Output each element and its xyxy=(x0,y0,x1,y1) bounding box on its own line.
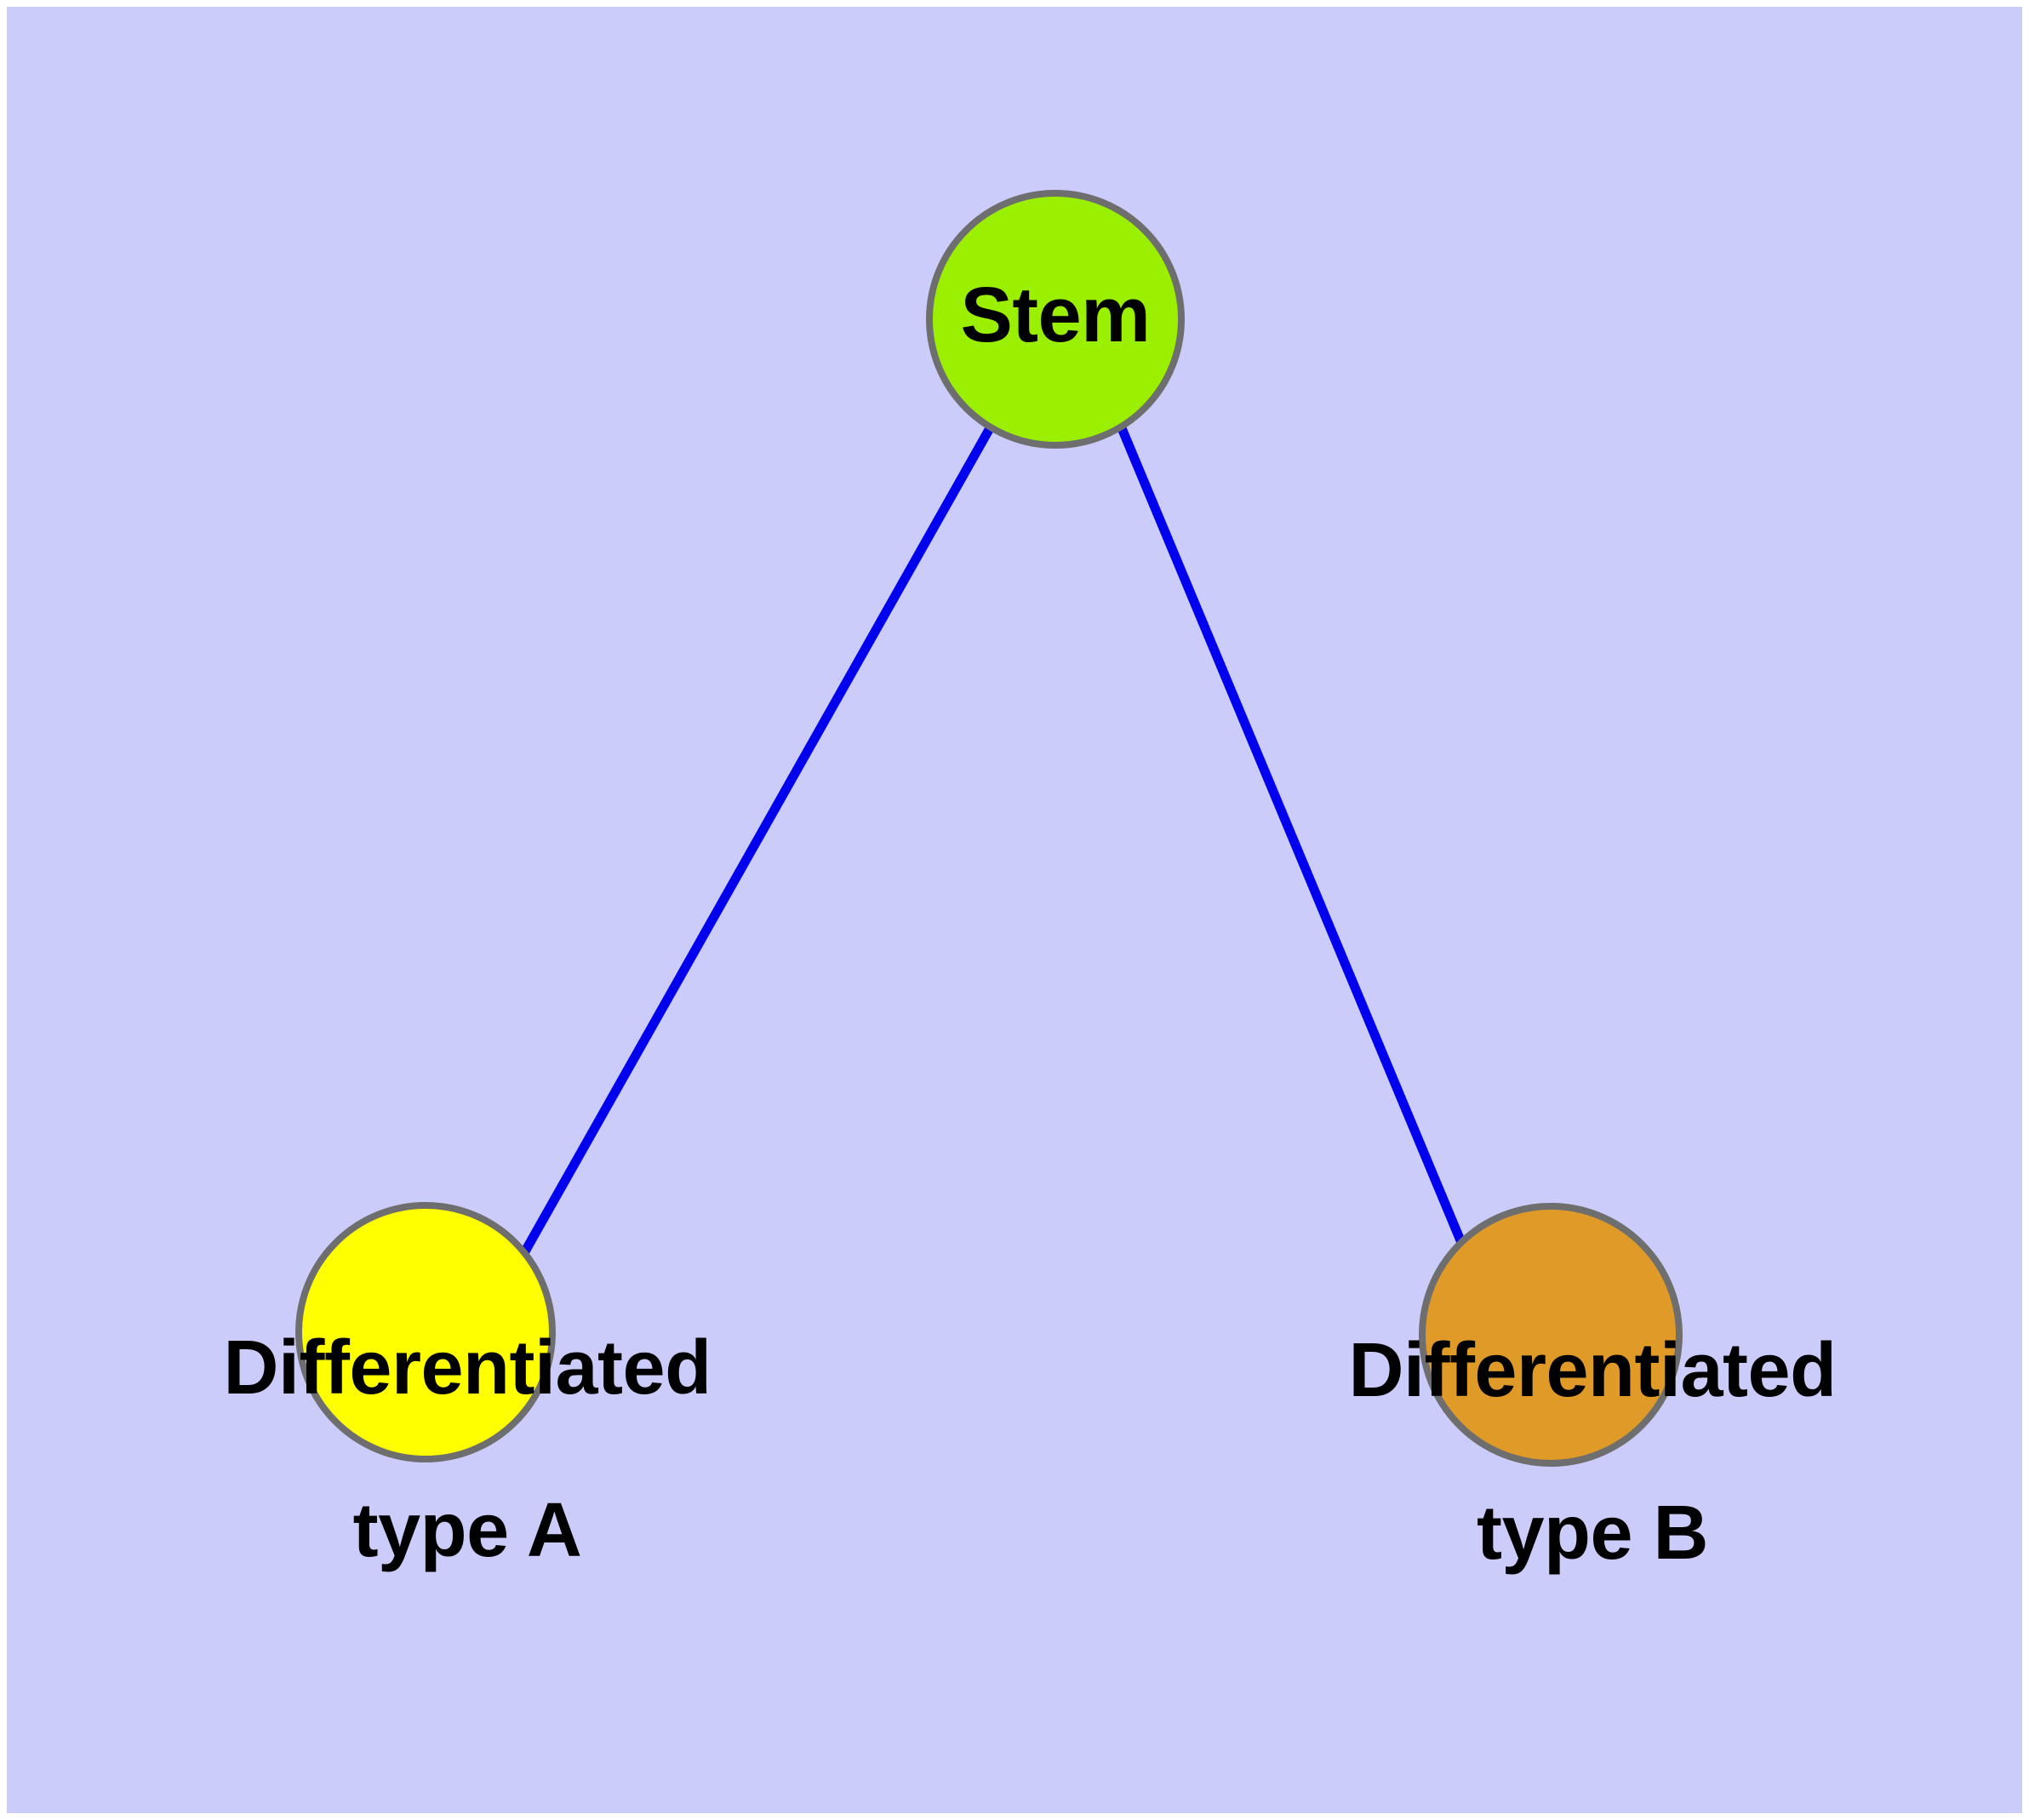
node-layer xyxy=(295,190,1683,1467)
edge-layer xyxy=(521,426,1472,1257)
edge-stem-to-differentiated-type-a[interactable] xyxy=(521,426,994,1254)
node-differentiated-type-a[interactable] xyxy=(295,1202,556,1462)
edge-stem-to-differentiated-type-b[interactable] xyxy=(1117,426,1472,1257)
node-differentiated-type-b[interactable] xyxy=(1419,1203,1683,1467)
node-stem[interactable] xyxy=(926,190,1185,449)
